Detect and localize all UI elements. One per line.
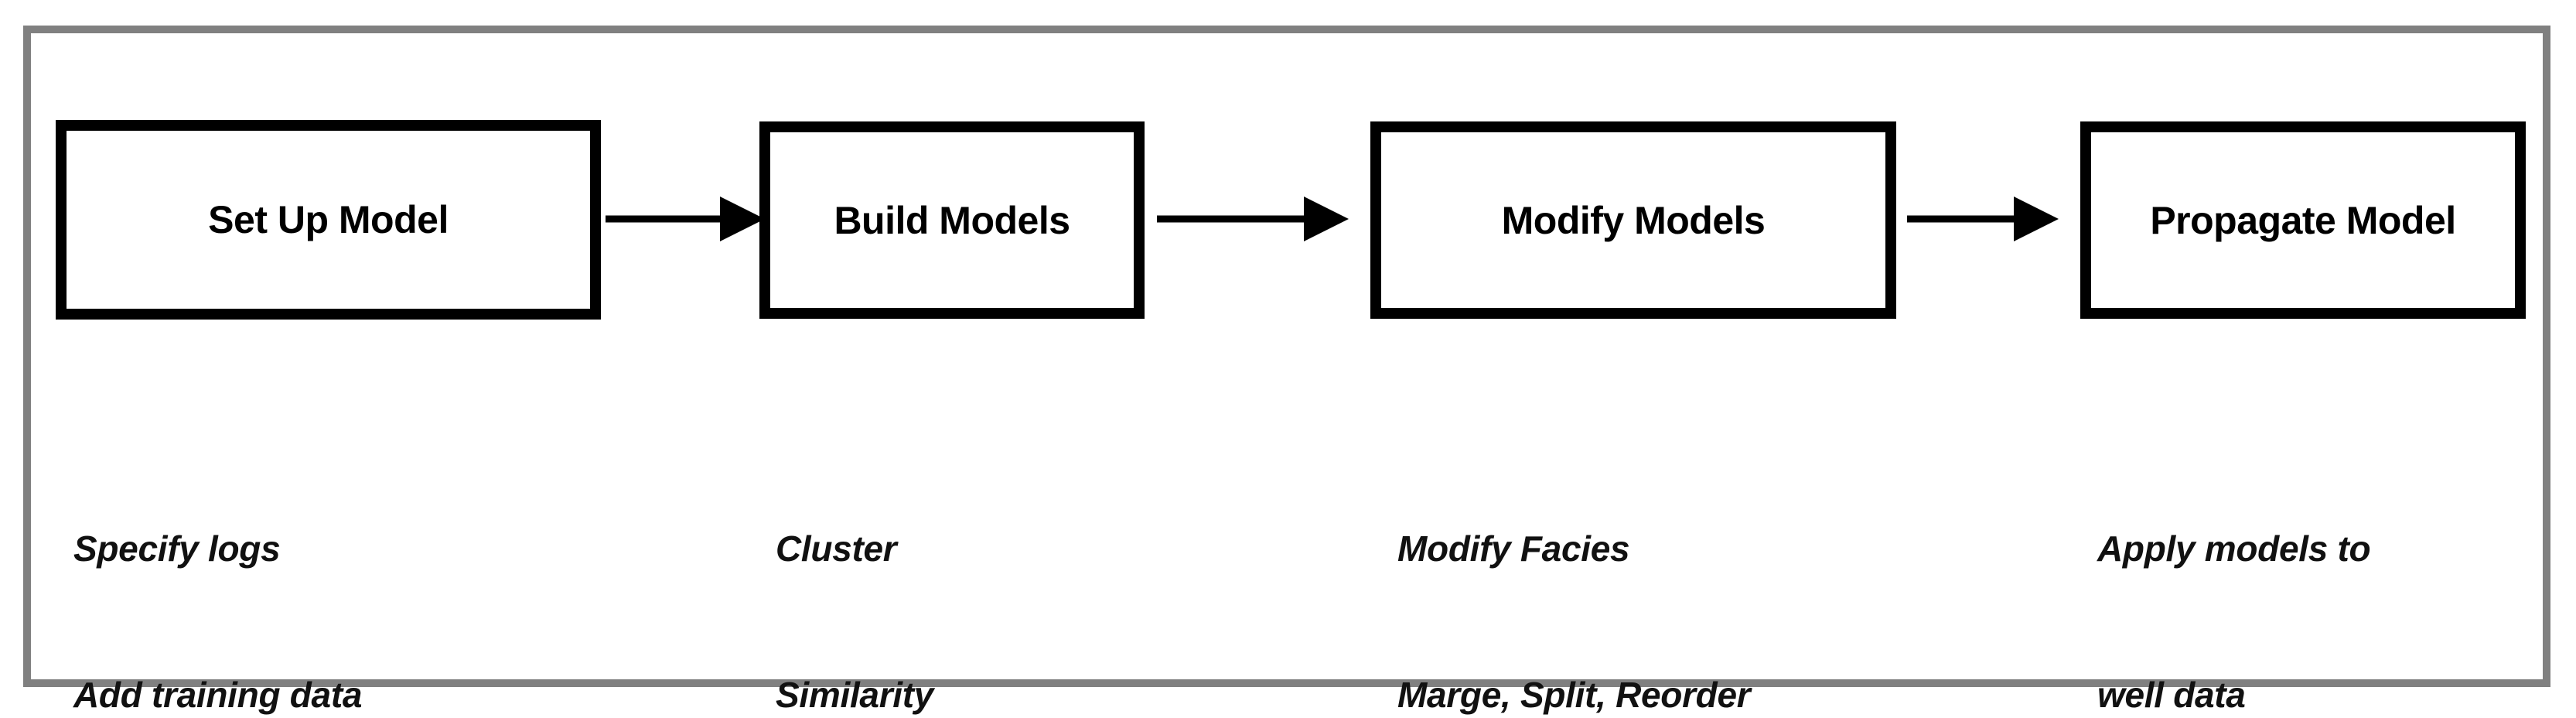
stage-box-label: Propagate Model — [2150, 198, 2456, 242]
caption-line: Specify logs — [73, 528, 281, 569]
stage-box-modify-models: Modify Models — [1370, 121, 1896, 319]
stage-box-set-up-model: Set Up Model — [56, 120, 601, 320]
caption-line: well data — [2097, 675, 2246, 715]
caption-line: Add training data — [73, 675, 363, 715]
stage-caption-propagate-model: Apply models to well data — [2097, 427, 2371, 718]
caption-line: Marge, Split, Reorder — [1397, 675, 1751, 715]
caption-line: Cluster — [776, 528, 897, 569]
stage-box-label: Build Models — [834, 198, 1070, 242]
stage-caption-build-models: Cluster Similarity Neural — [776, 427, 933, 718]
stage-box-label: Modify Models — [1501, 198, 1766, 242]
stage-caption-modify-models: Modify Facies Marge, Split, Reorder Rena… — [1397, 427, 1788, 718]
stage-caption-set-up-model: Specify logs Add training data Normalize… — [73, 427, 462, 718]
stage-box-propagate-model: Propagate Model — [2080, 121, 2526, 319]
arrow-stage3-to-stage4-icon — [1907, 197, 2059, 241]
caption-line: Modify Facies — [1397, 528, 1630, 569]
stage-box-build-models: Build Models — [759, 121, 1145, 319]
caption-line: Apply models to — [2097, 528, 2371, 569]
caption-line: Similarity — [776, 675, 934, 715]
arrow-stage1-to-stage2-icon — [606, 197, 765, 241]
arrow-stage2-to-stage3-icon — [1157, 197, 1349, 241]
stage-box-label: Set Up Model — [208, 198, 449, 241]
